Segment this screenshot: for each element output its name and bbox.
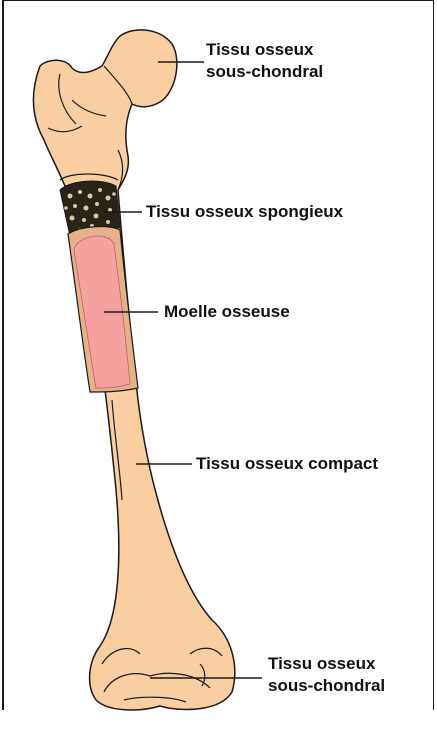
label-spongy-tissue: Tissu osseux spongieux: [146, 202, 343, 222]
label-top-subchondral-line1: Tissu osseux: [206, 40, 313, 60]
label-bottom-subchondral-line2: sous-chondral: [268, 676, 385, 696]
label-bottom-subchondral-line1: Tissu osseux: [268, 654, 375, 674]
label-top-subchondral-line2: sous-chondral: [206, 62, 323, 82]
label-marrow: Moelle osseuse: [164, 302, 290, 322]
label-compact-tissue: Tissu osseux compact: [196, 454, 378, 474]
